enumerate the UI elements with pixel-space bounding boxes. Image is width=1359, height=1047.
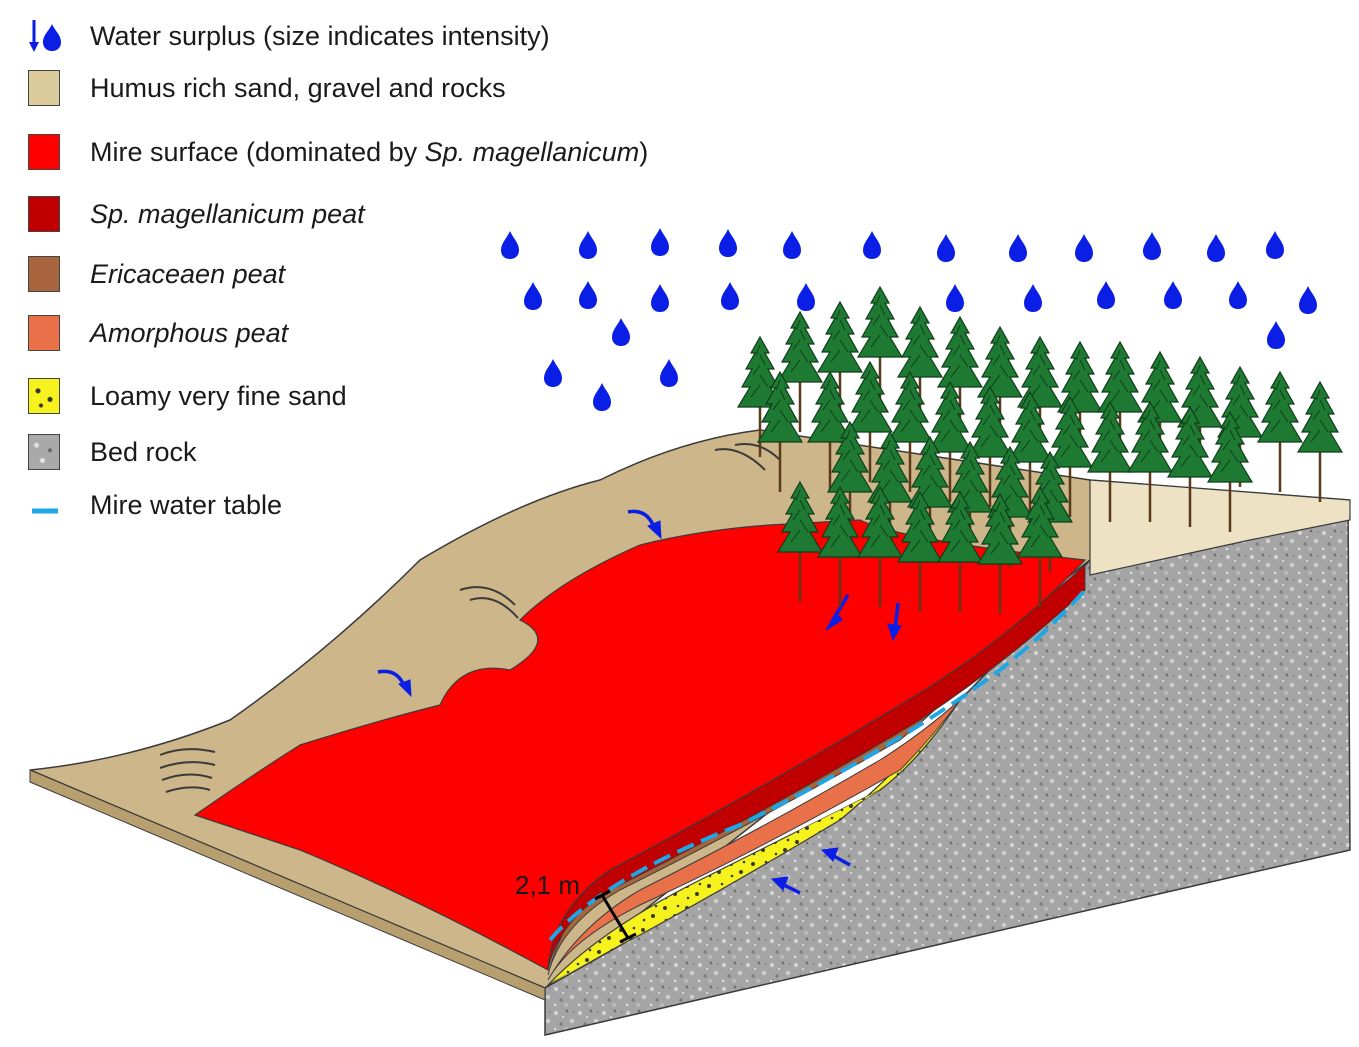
- legend-label-italic: Sp. magellanicum: [424, 136, 640, 167]
- legend-item-mire-surface: Mire surface (dominated by Sp. magellani…: [28, 130, 648, 174]
- flow-arrows: [377, 509, 902, 895]
- legend-label: Sp. magellanicum peat: [90, 199, 365, 230]
- legend-item-amorphous: Amorphous peat: [28, 311, 288, 355]
- mire-water-table: [548, 588, 1087, 942]
- legend: Water surplus (size indicates intensity)…: [0, 0, 760, 540]
- legend-swatch: [28, 70, 60, 106]
- legend-label-italic: Ericaceaen peat: [90, 258, 286, 289]
- legend-label-italic: Sp. magellanicum peat: [90, 198, 365, 229]
- legend-swatch: [28, 378, 60, 414]
- water-surplus-icon: [28, 18, 62, 54]
- legend-item-loamy: Loamy very fine sand: [28, 374, 347, 418]
- legend-item-ericaceaen: Ericaceaen peat: [28, 252, 285, 296]
- thickness-marker: [594, 889, 637, 944]
- legend-item-sp-peat: Sp. magellanicum peat: [28, 192, 365, 236]
- thickness-label: 2,1 m: [515, 870, 581, 900]
- legend-label: Mire surface (dominated by Sp. magellani…: [90, 137, 648, 168]
- legend-swatch: [28, 196, 60, 232]
- legend-label: Loamy very fine sand: [90, 380, 347, 411]
- legend-item-humus: Humus rich sand, gravel and rocks: [28, 66, 506, 110]
- legend-swatch: [28, 434, 60, 470]
- legend-label: Amorphous peat: [90, 318, 288, 349]
- dash-icon: [28, 487, 62, 523]
- upland-slab: [1089, 479, 1351, 576]
- legend-label-post: ): [639, 136, 649, 167]
- legend-label-italic: Amorphous peat: [90, 317, 289, 348]
- ground-front-edge: [29, 769, 546, 1001]
- legend-label: Water surplus (size indicates intensity): [90, 20, 550, 51]
- legend-label: Humus rich sand, gravel and rocks: [90, 72, 506, 103]
- legend-item-water-surplus: Water surplus (size indicates intensity): [28, 14, 550, 58]
- legend-label-pre: Mire surface (dominated by: [90, 136, 425, 167]
- legend-label: Ericaceaen peat: [90, 259, 285, 290]
- legend-label: Mire water table: [90, 489, 283, 520]
- legend-label: Bed rock: [90, 436, 197, 467]
- terrain-contours: [159, 443, 781, 793]
- legend-item-bedrock: Bed rock: [28, 430, 197, 474]
- legend-item-water-table: Mire water table: [28, 483, 282, 527]
- legend-swatch: [28, 256, 60, 292]
- legend-swatch: [28, 134, 60, 170]
- legend-swatch: [28, 315, 60, 351]
